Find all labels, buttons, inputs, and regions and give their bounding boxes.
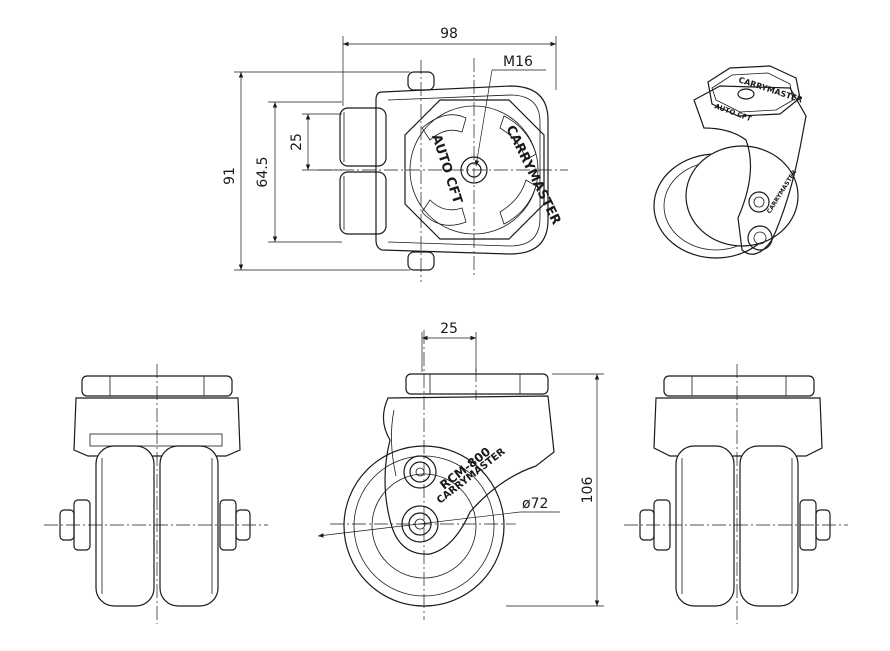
isometric-view: CARRYMASTER AUTO CFT CARRYMASTER [653,65,807,259]
front-view [624,364,848,624]
auto-cft-marking-iso: AUTO CFT [713,102,752,123]
side-view-dimensions: 25 ø72 106 [317,321,604,607]
top-view-dimensions: 98 M16 91 64.5 25 [222,26,557,271]
carrymaster-marking-top: CARRYMASTER [502,123,563,227]
dim-offset-25-top: 25 [289,133,305,151]
side-view: RCM-800 CARRYMASTER [330,330,555,620]
dim-height-106: 106 [580,477,596,504]
carrymaster-marking-iso: CARRYMASTER [737,75,803,104]
dim-offset-25-front: 25 [440,321,458,337]
auto-cft-marking: AUTO CFT [428,133,465,206]
dim-offset-64-5: 64.5 [255,156,271,187]
rear-view [44,364,268,624]
dim-width-98: 98 [440,26,458,42]
dim-wheel-diameter: ø72 [522,496,548,512]
dim-height-91: 91 [222,167,238,185]
top-view: AUTO CFT CARRYMASTER [318,58,568,282]
dim-thread-m16: M16 [503,54,533,70]
